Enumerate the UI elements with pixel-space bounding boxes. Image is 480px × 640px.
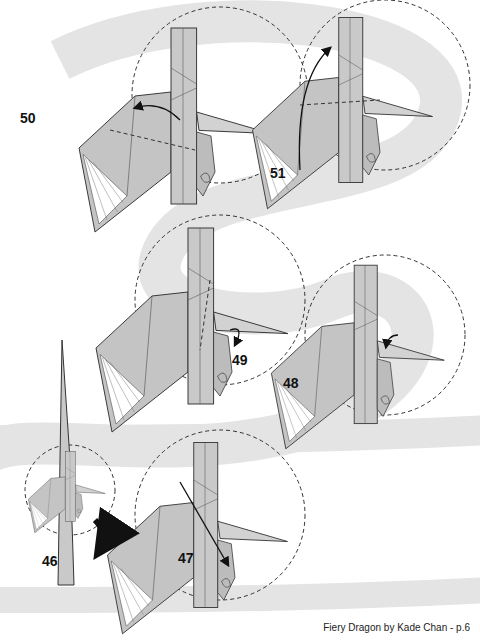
step-number: 47 — [178, 550, 194, 566]
step-number: 46 — [42, 553, 58, 569]
step-number: 51 — [270, 165, 286, 181]
step-number: 50 — [20, 110, 36, 126]
step-number: 48 — [283, 375, 299, 391]
step-number: 49 — [232, 352, 248, 368]
page-footer: Fiery Dragon by Kade Chan - p.6 — [323, 622, 470, 633]
